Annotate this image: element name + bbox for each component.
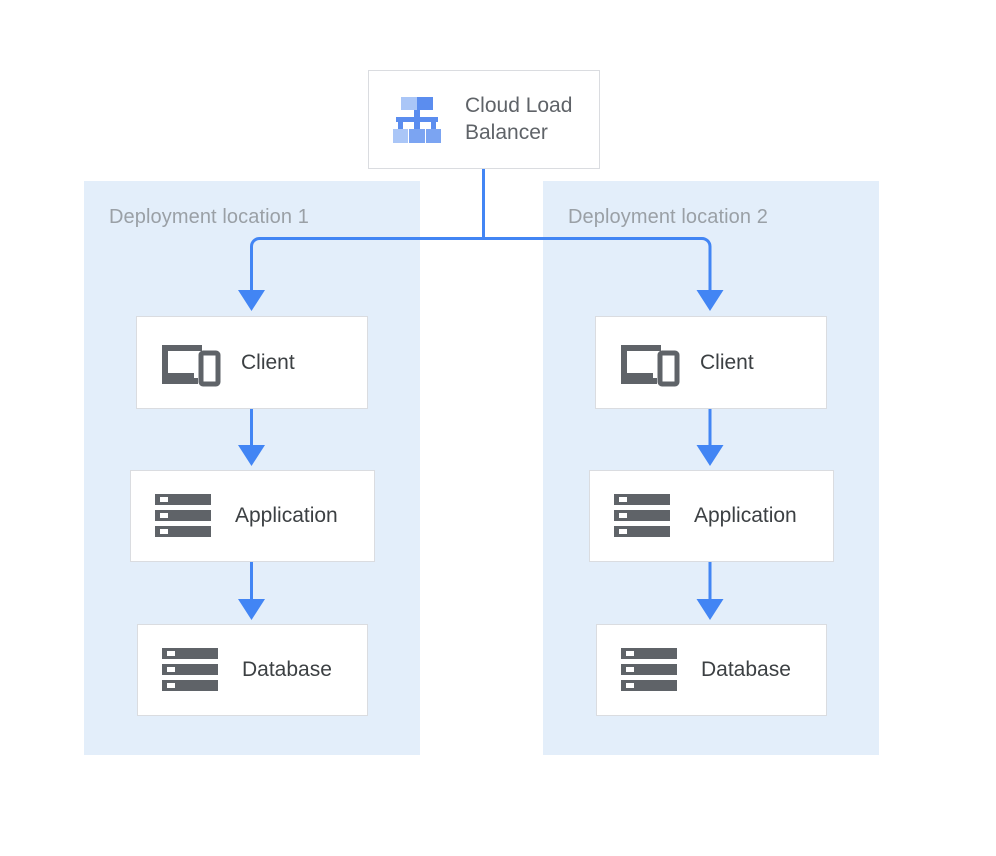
node-label: Client (241, 350, 295, 374)
node-label: Cloud Load Balancer (465, 93, 573, 144)
node-application-zone-1[interactable]: Application (130, 470, 375, 562)
node-client-zone-1[interactable]: Client (136, 316, 368, 409)
node-application-zone-2[interactable]: Application (589, 470, 834, 562)
server-stack-icon (621, 648, 677, 691)
monitor-phone-icon (621, 344, 680, 386)
node-label: Database (701, 658, 791, 681)
server-stack-icon (162, 648, 218, 691)
node-label: Client (700, 350, 754, 374)
node-label: Application (235, 504, 338, 527)
node-label: Database (242, 658, 332, 681)
monitor-phone-icon (162, 344, 221, 386)
node-label: Application (694, 504, 797, 527)
server-stack-icon (614, 494, 670, 537)
node-database-zone-1[interactable]: Database (137, 624, 368, 716)
deployment-zone-1-label: Deployment location 1 (109, 206, 309, 228)
node-client-zone-2[interactable]: Client (595, 316, 827, 409)
deployment-zone-2-label: Deployment location 2 (568, 206, 768, 228)
server-stack-icon (155, 494, 211, 537)
hierarchy-tree-icon (393, 96, 441, 143)
node-database-zone-2[interactable]: Database (596, 624, 827, 716)
node-cloud-load-balancer[interactable]: Cloud Load Balancer (368, 70, 600, 169)
